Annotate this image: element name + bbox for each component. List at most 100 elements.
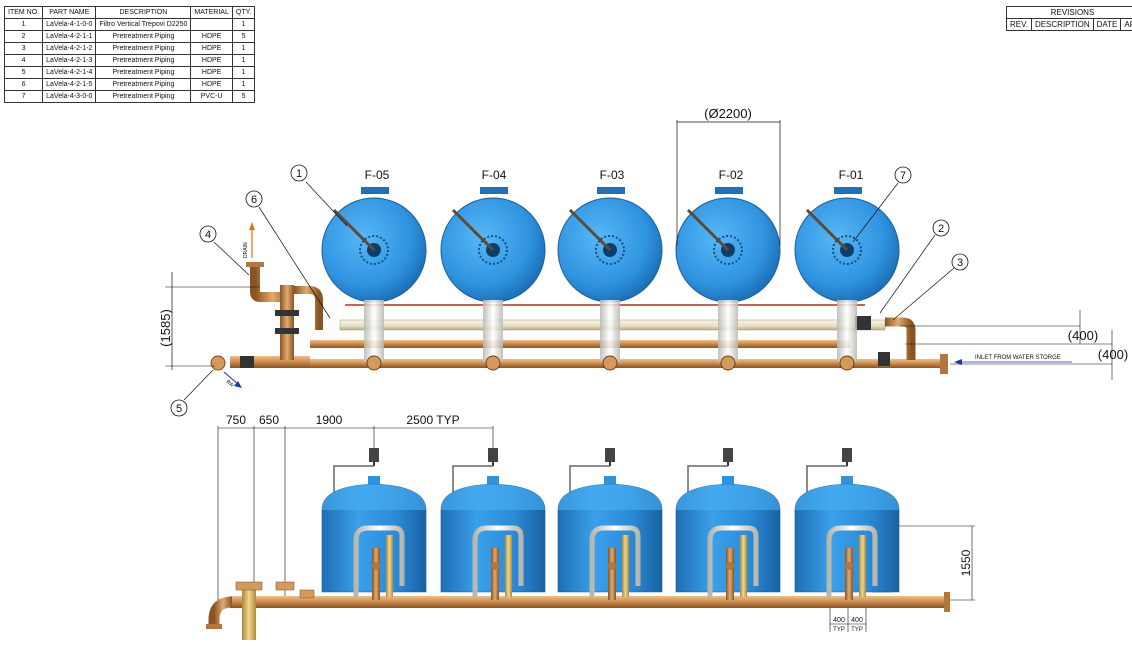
balloon-5: 5 — [170, 369, 214, 417]
filter-tank-f02: F-02 — [675, 168, 781, 371]
inlet-arrowhead — [954, 359, 962, 365]
tank-vent-line — [452, 465, 493, 500]
front-tank-f01 — [794, 448, 900, 600]
valve-actuator — [275, 328, 299, 334]
tank-top-nozzle — [722, 476, 734, 486]
balloon-circle — [199, 225, 217, 243]
tank-yellow-pipe — [740, 535, 747, 597]
backwash-pipe — [310, 340, 850, 348]
balloon-circle — [290, 164, 308, 182]
bom-header-row: ITEM NO. PART NAME DESCRIPTION MATERIAL … — [3, 6, 256, 19]
bottom-typ-1: TYP — [833, 627, 845, 633]
tank-nozzle — [366, 355, 382, 371]
tank-flange — [595, 235, 625, 265]
bom-cell: Pretreatment Piping — [95, 90, 192, 103]
filter-tank-f05: F-05 — [321, 168, 427, 371]
offset-value-1: 400 — [1072, 328, 1094, 343]
tank-flange — [832, 235, 862, 265]
tank-top-nozzle — [368, 476, 380, 486]
balloon-4: 4 — [199, 225, 250, 276]
drain-riser-pipe — [250, 262, 290, 302]
filter-tank-f04: F-04 — [440, 168, 546, 371]
main-inlet-pipe — [305, 359, 945, 368]
valve-actuator — [275, 310, 299, 316]
front-header-pipe — [230, 596, 948, 608]
bottom-dim-2: 400 — [851, 617, 863, 624]
tank-riser — [364, 300, 384, 362]
balloon-2: 2 — [879, 219, 950, 314]
tank-copper-pipe — [608, 548, 616, 600]
revisions-header-row: REV. DESCRIPTION DATE AP — [1006, 18, 1132, 31]
filter-label: F-01 — [839, 168, 864, 182]
vertical-collector — [280, 285, 294, 360]
front-valve — [275, 581, 295, 591]
inlet-elbow — [885, 317, 916, 360]
tank-yellow-pipe — [505, 535, 512, 597]
inlet-flange — [940, 354, 948, 374]
balloon-leader — [305, 181, 348, 227]
balloon-number: 5 — [176, 403, 182, 415]
filter-label: F-03 — [600, 168, 625, 182]
filter-label: F-05 — [365, 168, 390, 182]
balloon-circle — [894, 166, 912, 184]
tank-cream-pipe — [707, 525, 759, 598]
tank-copper-pipe — [491, 548, 499, 600]
tank-yellow-pipe — [622, 535, 629, 597]
height-value: 1585 — [158, 314, 173, 343]
balloon-number: 2 — [938, 223, 944, 235]
front-header-flange — [944, 592, 950, 612]
balloon-circle — [245, 190, 263, 208]
inlet-valve — [878, 352, 890, 366]
manhole-cover — [361, 187, 389, 194]
filter-tank-f01: F-01 — [794, 168, 900, 371]
top-view: DRAIN BW INLET FROM WATER STORGE F-05 — [158, 106, 1128, 417]
tank-pipe-valve — [608, 562, 616, 570]
front-drain-flange — [206, 624, 222, 629]
front-drain-elbow — [208, 596, 233, 628]
tank-nozzle — [720, 355, 736, 371]
bom-header-qty: QTY. — [231, 6, 256, 19]
balloon-3: 3 — [892, 253, 969, 321]
tank-pipe-valve — [372, 562, 380, 570]
height-dimension: (1585) — [158, 309, 173, 347]
dim-750: 750 — [226, 413, 246, 427]
tank-vent-line — [687, 465, 728, 500]
bom-cell: 7 — [3, 90, 44, 103]
tank-cream-pipe — [589, 525, 641, 598]
bom-cell: LaVela-4-3-0-0 — [42, 90, 97, 103]
tank-pipe-valve — [845, 562, 853, 570]
balloon-leader — [879, 234, 936, 314]
tank-copper-pipe — [726, 548, 734, 600]
tank-lateral-pipe — [805, 208, 849, 252]
revisions-header-description: DESCRIPTION — [1030, 18, 1094, 31]
revisions-header-date: DATE — [1092, 18, 1122, 31]
front-drain-riser — [242, 588, 256, 640]
tank-riser — [600, 300, 620, 362]
front-drain-valve — [235, 581, 263, 591]
bottom-typ-2: TYP — [851, 627, 863, 633]
balloon-6: 6 — [245, 190, 331, 319]
balloon-leader — [183, 369, 214, 401]
bom-cell: 1 — [231, 66, 256, 79]
tank-cream-pipe — [353, 525, 405, 598]
inlet-label: INLET FROM WATER STORGE — [975, 355, 1061, 361]
tank-air-valve — [605, 448, 615, 462]
tank-nozzle — [839, 355, 855, 371]
diameter-dimension: (Ø2200) — [704, 106, 752, 121]
tank-cream-pipe — [826, 525, 878, 598]
filter-tank-f03: F-03 — [557, 168, 663, 371]
offset-dimension-1: (400) — [1068, 328, 1098, 343]
offset-value-2: 400 — [1102, 347, 1124, 362]
tank-yellow-pipe — [859, 535, 866, 597]
tank-flange — [478, 235, 508, 265]
dim-2500-typ: 2500 TYP — [406, 413, 459, 427]
tank-pipe-valve — [726, 562, 734, 570]
tank-riser — [483, 300, 503, 362]
revisions-header-rev: REV. — [1006, 18, 1032, 31]
revisions-table: REVISIONS REV. DESCRIPTION DATE AP — [1005, 6, 1132, 31]
front-tank-f03 — [557, 448, 663, 600]
balloon-circle — [932, 219, 950, 237]
